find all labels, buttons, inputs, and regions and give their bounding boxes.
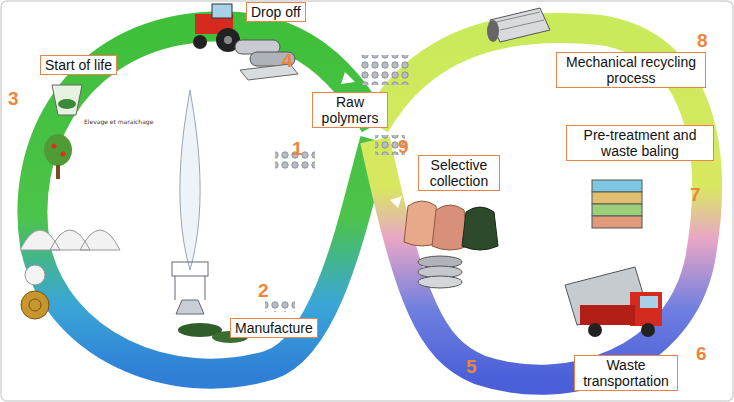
raw-polymers-box: Raw polymers: [312, 92, 388, 128]
box-text: Raw polymers: [317, 94, 383, 126]
selective-collection-box: Selective collection: [418, 155, 500, 191]
box-text: Selective collection: [423, 157, 495, 189]
left-loop: [32, 26, 375, 373]
callout-number: 2: [258, 280, 269, 302]
pellets: [360, 55, 410, 85]
box-text: Waste transportation: [579, 357, 673, 389]
drop-off-box: Drop off: [246, 2, 306, 22]
callout-number: 5: [466, 356, 477, 378]
manufacture-box: Manufacture: [230, 318, 318, 338]
film-blowing-tower: [172, 90, 248, 343]
pellets: [265, 300, 295, 312]
extruder: [487, 8, 550, 42]
callout-number: 8: [697, 30, 708, 52]
callout-number: 6: [696, 343, 707, 365]
callout-number: 7: [690, 184, 701, 206]
truck: [565, 267, 662, 337]
film-rolls: [235, 40, 298, 80]
callout-number: 3: [8, 88, 19, 110]
callout-number: 4: [282, 50, 293, 72]
callout-number: 9: [398, 136, 409, 158]
recycling-box: Mechanical recycling process: [556, 52, 706, 88]
pictogram-caption: Elevage et maraichage: [84, 118, 153, 125]
box-text: Start of life: [45, 57, 112, 73]
box-text: Pre-treatment and waste baling: [571, 127, 709, 159]
right-loop: [375, 28, 707, 380]
callout-number: 1: [292, 138, 303, 160]
box-text: Mechanical recycling process: [561, 54, 701, 86]
pretreatment-box: Pre-treatment and waste baling: [566, 125, 714, 161]
collection-bags: [404, 201, 498, 288]
box-text: Drop off: [251, 4, 301, 20]
waste-bales: [592, 180, 642, 228]
start-of-life-box: Start of life: [40, 55, 117, 75]
box-text: Manufacture: [235, 320, 313, 336]
waste-transportation-box: Waste transportation: [574, 355, 678, 391]
tractor: [193, 4, 240, 52]
